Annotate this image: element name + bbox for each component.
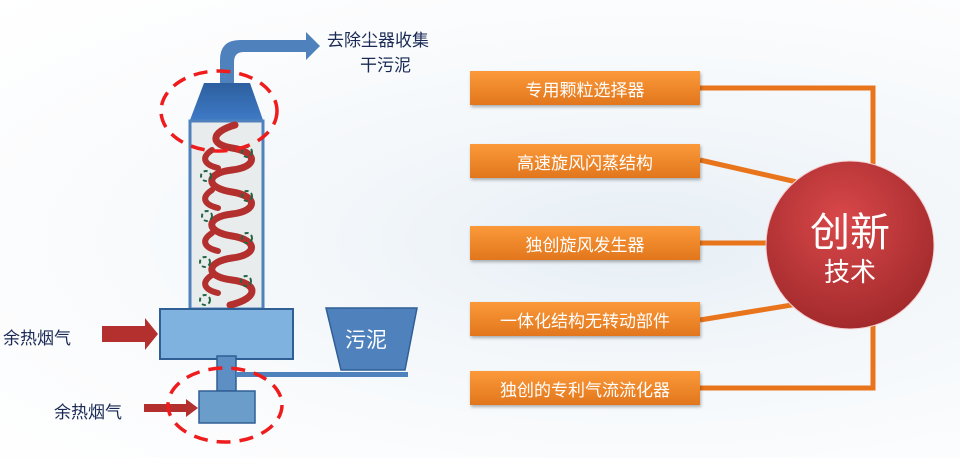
center-title: 创新 [810,210,890,256]
outlet-label-2: 干污泥 [360,56,411,76]
sludge-line [236,372,408,377]
feature-box: 一体化结构无转动部件 [470,302,700,336]
feature-box: 独创旋风发生器 [470,226,700,260]
center-subtitle: 技术 [823,258,876,288]
outlet-pipe [220,32,320,84]
innovation-circle [765,160,935,330]
outlet-label: 去除尘器收集 [327,31,429,51]
highlight-bottom [166,366,284,444]
sludge-hopper [325,307,418,371]
tower-base [159,308,294,360]
tower-hood [190,83,263,120]
inlet-label-lower: 余热烟气 [54,403,122,423]
inlet-arrow-main [102,318,158,350]
feature-box: 专用颗粒选择器 [470,71,700,105]
fluidizer-box [198,390,256,424]
particle-icons [199,146,253,306]
cyclone-spiral [202,121,256,309]
connector-lines [699,85,876,391]
highlight-top [159,69,279,153]
inlet-label-main: 余热烟气 [3,329,71,349]
hopper-label: 污泥 [345,328,387,352]
inlet-arrow-lower [144,399,198,417]
feature-box: 高速旋风闪蒸结构 [470,144,700,178]
feed-pipe [216,355,237,392]
feature-box: 独创的专利气流流化器 [470,371,700,405]
